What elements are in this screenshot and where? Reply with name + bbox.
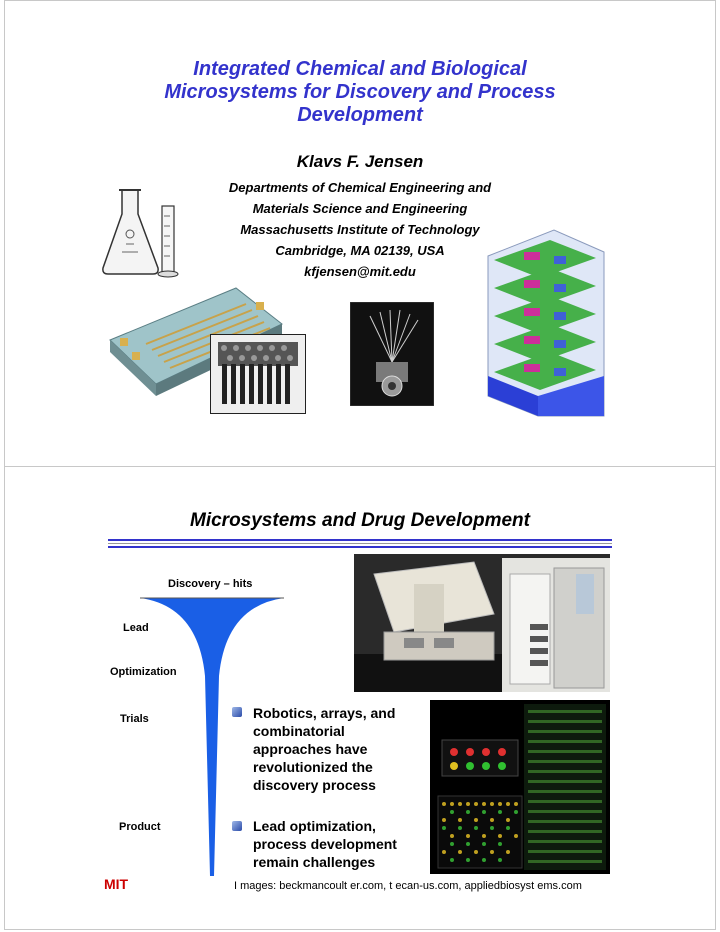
bullet-robotics: Robotics, arrays, and combinatorial appr…: [253, 704, 395, 794]
bullet-line: process development: [253, 836, 397, 852]
funnel-label-lead: Lead: [123, 622, 149, 634]
funnel-label-discovery: Discovery – hits: [168, 578, 253, 590]
microarray-image: [430, 700, 610, 874]
title-rule-middle: [108, 543, 612, 544]
title-rule-bottom: [108, 546, 612, 548]
slide-divider: [4, 466, 716, 467]
author-name: Klavs F. Jensen: [296, 152, 424, 171]
flask-illustration: [102, 189, 179, 278]
bullet-line: revolutionized the: [253, 759, 373, 775]
bullet-line: Lead optimization,: [253, 818, 376, 834]
bullet-line: approaches have: [253, 741, 368, 757]
bullet-line: combinatorial: [253, 723, 345, 739]
bullet-icon: [232, 707, 242, 717]
mit-logo: MIT: [104, 876, 129, 892]
title-rule-top: [108, 539, 612, 541]
image-credits: I mages: beckmancoult er.com, t ecan-us.…: [234, 880, 582, 892]
bullet-icon: [232, 821, 242, 831]
packaged-device-image: [350, 302, 434, 406]
drug-development-funnel: [140, 597, 284, 876]
bullet-lead-optimization: Lead optimization, process development r…: [253, 817, 397, 871]
slide2-title: Microsystems and Drug Development: [190, 510, 530, 531]
affiliation-line: Massachusetts Institute of Technology: [240, 222, 480, 237]
slide1-title-line: Microsystems for Discovery and Process: [164, 81, 556, 103]
slide1-title: Integrated Chemical and Biological Micro…: [0, 58, 720, 127]
affiliation: Departments of Chemical Engineering and …: [0, 177, 720, 282]
funnel-label-trials: Trials: [120, 713, 149, 725]
affiliation-line: Cambridge, MA 02139, USA: [275, 243, 445, 258]
slide1-title-line: Integrated Chemical and Biological: [193, 58, 527, 80]
stacked-module-rendering: [487, 229, 605, 417]
bullet-line: discovery process: [253, 777, 376, 793]
funnel-label-product: Product: [119, 821, 161, 833]
funnel-label-optimization: Optimization: [110, 666, 177, 678]
bullet-line: remain challenges: [253, 854, 376, 870]
email: kfjensen@mit.edu: [304, 264, 416, 279]
bullet-line: Robotics, arrays, and: [253, 705, 396, 721]
affiliation-line: Materials Science and Engineering: [252, 201, 468, 216]
slide1-title-line: Development: [297, 104, 423, 126]
affiliation-line: Departments of Chemical Engineering and: [228, 180, 492, 195]
micropillar-array-image: [210, 334, 306, 414]
robotics-workstation-photo: [354, 554, 610, 692]
